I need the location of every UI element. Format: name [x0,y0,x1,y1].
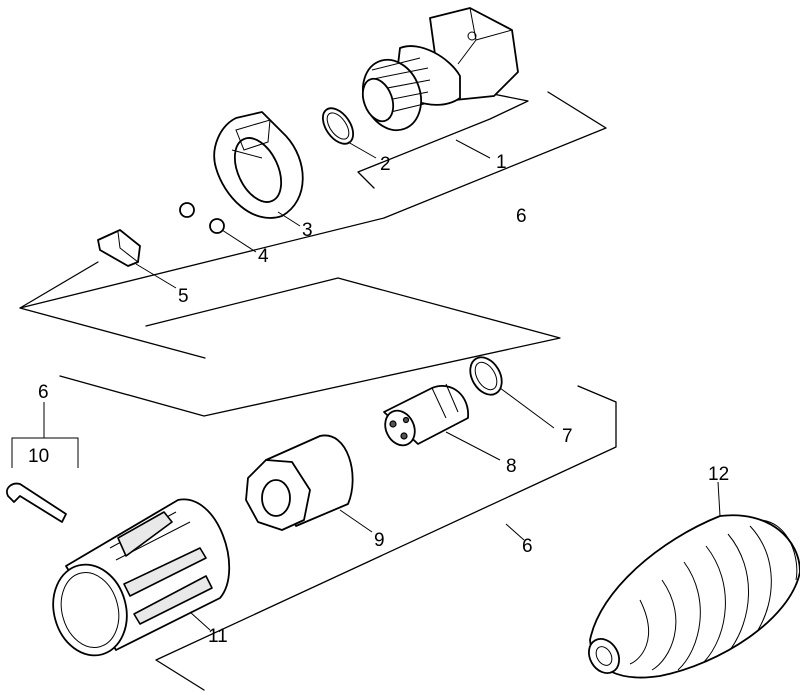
top-assembly-brackets [19,90,607,359]
part-4-balls [179,202,225,234]
callout-3: 3 [302,220,313,241]
part-5-clip [97,229,141,267]
callout-6-bottom: 6 [522,536,533,557]
callout-7: 7 [562,426,573,447]
part-12-rotary-nozzle [588,514,800,679]
callout-labels: 1 2 3 4 5 6 6 6 7 8 9 10 11 12 [28,152,729,647]
callout-6-top: 6 [516,206,527,227]
part-3-clamp-ring [213,111,304,219]
part-1-fitting [361,7,519,132]
part-9-nut-sleeve [245,434,354,531]
callout-8: 8 [506,456,517,477]
callout-2: 2 [380,154,391,175]
callout-9: 9 [374,530,385,551]
part-7-o-ring [469,356,503,396]
callout-5: 5 [178,286,189,307]
part-10-hex-key [6,482,67,523]
callout-12: 12 [708,464,729,485]
leader-lines [11,139,721,631]
callout-4: 4 [258,246,269,267]
part-11-handle-cover [52,498,230,657]
callout-1: 1 [496,152,507,173]
callout-6-left: 6 [38,382,49,403]
part-2-o-ring [321,107,355,145]
bottom-assembly-brackets [59,277,617,691]
part-8-insert [383,383,469,447]
callout-10: 10 [28,446,49,467]
callout-11: 11 [208,626,228,647]
